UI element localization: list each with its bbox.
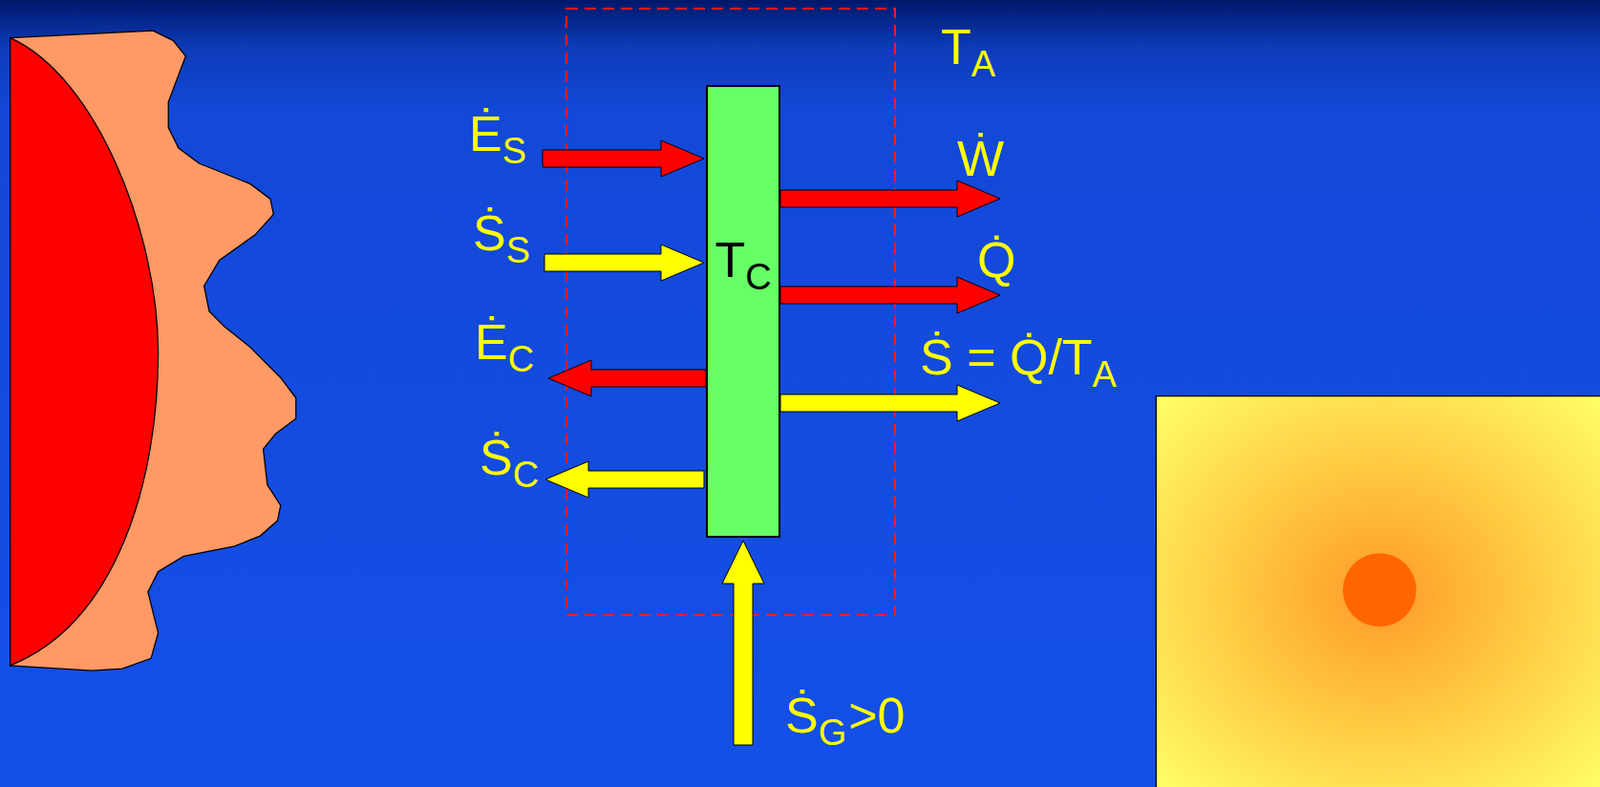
ambient-temperature: T — [940, 21, 972, 72]
solar-energy: Ė — [469, 108, 503, 159]
work-arrow — [780, 180, 1001, 217]
entropy-out-arrow — [545, 461, 704, 498]
control-volume — [566, 8, 896, 616]
collector-box: TC — [705, 85, 781, 538]
heat-arrow — [780, 277, 1001, 314]
heat-entropy-arrow — [780, 384, 1001, 422]
ambient-subscript: A — [1092, 356, 1117, 393]
inequality: >0 — [848, 690, 905, 741]
temperature-symbol: T — [714, 234, 746, 285]
collector-subscript: C — [508, 341, 534, 378]
sun-corona — [10, 30, 297, 671]
energy-in-arrow — [542, 140, 704, 177]
ambient-core — [1343, 553, 1417, 627]
temperature-subscript: C — [745, 258, 771, 296]
generated-entropy: Ṡ — [785, 690, 819, 741]
generated-entropy-arrow — [722, 540, 765, 746]
solar-subscript: S — [502, 132, 527, 170]
solar-subscript: S — [506, 232, 531, 269]
sun-disc — [10, 38, 159, 666]
work-rate: Ẇ — [957, 133, 1004, 184]
generated-subscript: G — [818, 714, 848, 751]
ambient-subscript: A — [971, 45, 996, 83]
collector-energy: Ė — [474, 317, 509, 367]
ambient-block — [1155, 396, 1600, 787]
heat-entropy: Ṡ = Q̇/T — [919, 332, 1093, 383]
energy-out-arrow — [548, 360, 706, 397]
entropy-in-arrow — [544, 244, 704, 281]
heat-rate: Q̇ — [977, 234, 1016, 285]
solar-entropy: Ṡ — [472, 208, 507, 258]
collector-entropy: Ṡ — [479, 432, 513, 483]
collector-subscript: C — [512, 456, 539, 493]
